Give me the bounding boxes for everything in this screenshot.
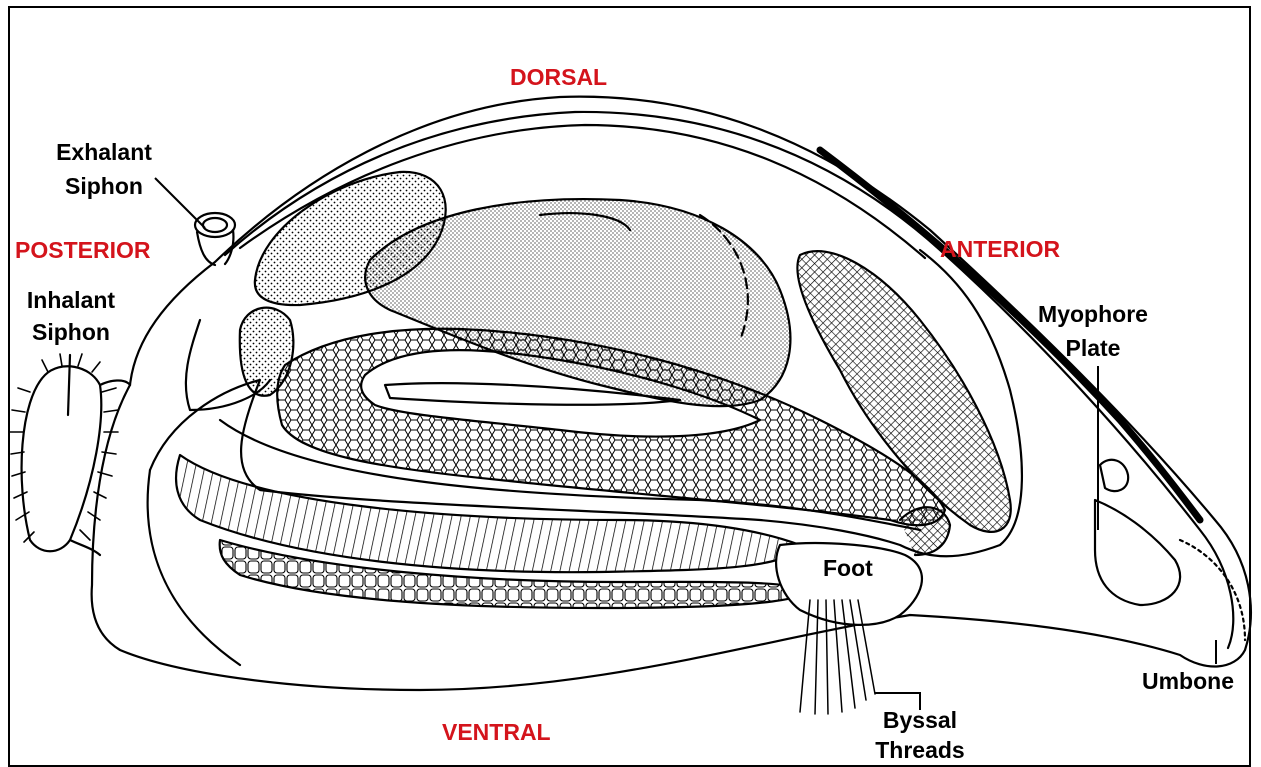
label-exhalant-line1: Exhalant bbox=[34, 138, 174, 166]
label-inhalant-line2: Siphon bbox=[8, 318, 134, 346]
label-myophore-line2: Plate bbox=[1018, 334, 1168, 362]
label-byssal-line2: Threads bbox=[860, 736, 980, 764]
myophore-plate bbox=[1100, 460, 1128, 491]
label-ventral: VENTRAL bbox=[442, 718, 551, 746]
label-inhalant-siphon: Inhalant Siphon bbox=[8, 286, 134, 346]
label-exhalant-siphon: Exhalant Siphon bbox=[34, 138, 174, 200]
label-byssal-threads: Byssal Threads bbox=[860, 706, 980, 764]
label-inhalant-line1: Inhalant bbox=[8, 286, 134, 314]
inhalant-siphon bbox=[22, 366, 102, 551]
label-posterior: POSTERIOR bbox=[15, 236, 150, 264]
label-foot: Foot bbox=[823, 554, 873, 582]
label-myophore-plate: Myophore Plate bbox=[1018, 300, 1168, 362]
label-anterior: ANTERIOR bbox=[940, 235, 1060, 263]
label-myophore-line1: Myophore bbox=[1018, 300, 1168, 328]
label-umbone: Umbone bbox=[1142, 667, 1234, 695]
label-byssal-line1: Byssal bbox=[860, 706, 980, 734]
label-exhalant-line2: Siphon bbox=[34, 172, 174, 200]
label-dorsal: DORSAL bbox=[510, 63, 607, 91]
